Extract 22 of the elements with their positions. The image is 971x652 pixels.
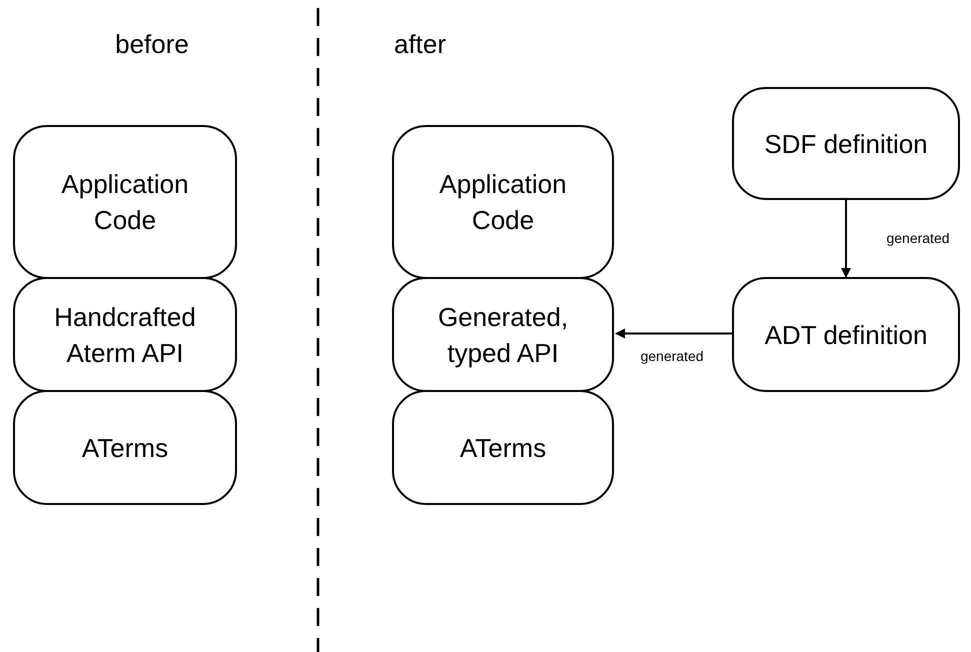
box-label: Application Code [60, 168, 190, 237]
box-label: Generated, typed API [436, 300, 570, 370]
box-label: ADT definition [764, 318, 928, 352]
box-label: Application Code [438, 168, 568, 237]
rounded-box [392, 277, 614, 392]
box-label: Handcrafted Aterm API [53, 300, 197, 370]
box-label: SDF definition [764, 128, 928, 160]
edge-label: generated [886, 231, 950, 245]
rounded-box [13, 390, 237, 505]
box-label: ATerms [82, 432, 168, 464]
rounded-box [392, 125, 614, 279]
section-heading: before [115, 31, 189, 57]
arrow [615, 328, 732, 338]
rounded-box [732, 87, 960, 200]
section-heading: after [394, 31, 446, 57]
rounded-box [732, 277, 960, 392]
rounded-box [392, 390, 614, 505]
arrow [841, 198, 851, 278]
rounded-box [13, 125, 237, 279]
box-label: ATerms [460, 432, 546, 464]
rounded-box [13, 277, 237, 392]
edge-label: generated [640, 349, 704, 363]
